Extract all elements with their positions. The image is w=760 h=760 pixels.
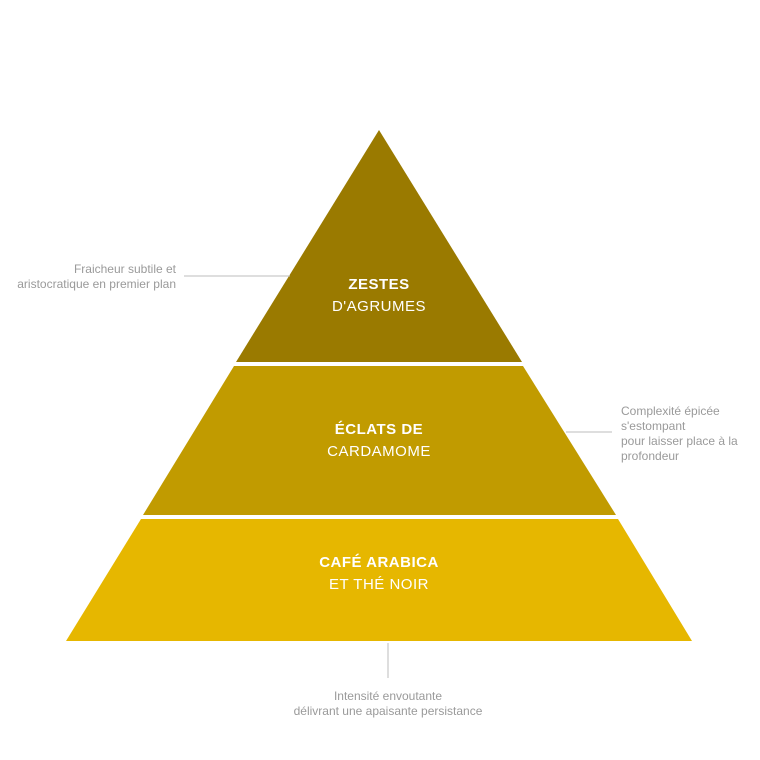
note-bottom-line-1: Intensité envoutante [333, 689, 443, 703]
pyramid-tier-top [236, 130, 522, 362]
note-middle-line-2: s'estompant [621, 419, 686, 433]
note-top-line-1: Fraicheur subtile et [73, 262, 176, 276]
note-middle: Complexité épicée s'estompant pour laiss… [621, 404, 738, 464]
note-bottom-line-2: délivrant une apaisante persistance [293, 704, 483, 718]
note-bottom: Intensité envoutante délivrant une apais… [238, 689, 538, 719]
pyramid-tier-bottom [66, 519, 692, 641]
tier-middle-title: ÉCLATS DE [334, 421, 424, 438]
note-middle-line-1: Complexité épicée [621, 404, 720, 418]
note-middle-line-4: profondeur [621, 449, 680, 463]
note-top-line-2: aristocratique en premier plan [17, 277, 176, 291]
note-middle-line-3: pour laisser place à la [621, 434, 738, 448]
tier-middle-subtitle: CARDAMOME [327, 443, 431, 460]
pyramid-tier-middle [143, 366, 616, 515]
tier-bottom-title: CAFÉ ARABICA [319, 554, 439, 571]
note-top: Fraicheur subtile et aristocratique en p… [17, 262, 176, 292]
tier-top-subtitle: D'AGRUMES [331, 298, 427, 315]
tier-top-title: ZESTES [348, 276, 410, 293]
tier-bottom-subtitle: ET THÉ NOIR [329, 576, 429, 593]
